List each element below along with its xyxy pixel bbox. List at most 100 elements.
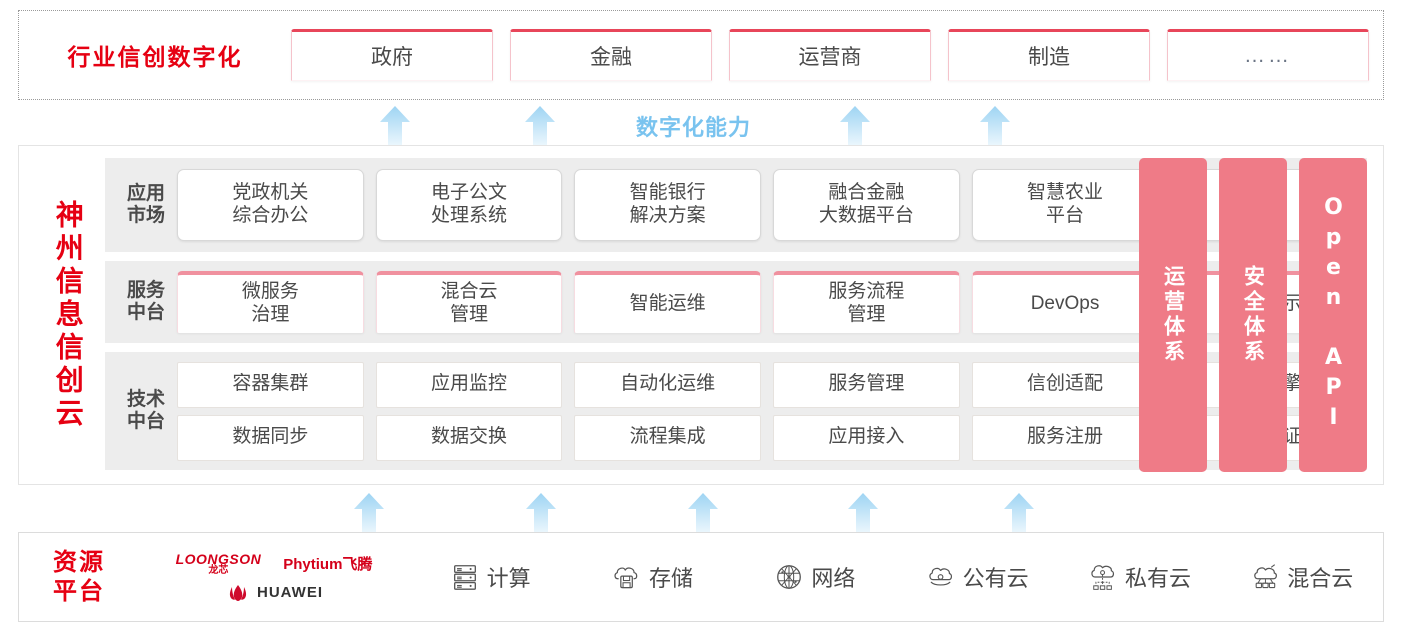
service-cell-service-process-mgmt[interactable]: 服务流程管理 [773,271,960,333]
loongson-logo-subtext: 龙芯 [208,564,229,576]
tech-cell-app-monitoring[interactable]: 应用监控 [375,361,563,408]
layer-label-line2: 中台 [126,410,165,432]
network-globe-icon [777,565,802,589]
resource-item-private-cloud[interactable]: 私有云 [1058,561,1220,593]
service-cell-label: DevOps [1030,292,1100,314]
resource-item-public-cloud[interactable]: 公有云 [896,561,1058,593]
resource-item-hybrid-cloud[interactable]: 混合云 [1221,561,1383,593]
side-panel-label: 运营体系 [1161,265,1186,365]
resource-item-network[interactable]: 网络 [734,561,896,593]
resource-item-label: 混合云 [1287,566,1354,591]
industry-band-title: 行业信创数字化 [67,45,243,71]
app-cell-smart-bank[interactable]: 智能银行解决方案 [574,169,762,241]
cloud-section-title-text: 神州信息信创云 [51,199,85,431]
service-cell-devops[interactable]: DevOps [971,271,1159,333]
tech-cell-xinchuang-adaptation[interactable]: 信创适配 [971,361,1159,408]
tech-cell-service-mgmt[interactable]: 服务管理 [773,361,960,408]
phytium-logo: Phytium飞腾 [283,556,373,573]
industry-card-label: …… [1244,44,1292,67]
tech-cell-label: 应用接入 [828,426,905,448]
tech-cell-data-sync[interactable]: 数据同步 [177,414,364,461]
resource-item-compute[interactable]: 计算 [409,561,571,593]
arrow-up-icon [1004,493,1034,532]
side-panel-list: 运营体系 安全体系 Open API [1139,158,1367,472]
tech-cell-label: 数据交换 [431,426,508,448]
industry-card-label: 运营商 [798,46,862,69]
arrow-up-icon [354,493,384,532]
tech-cell-app-access[interactable]: 应用接入 [773,414,960,461]
tech-cell-process-integration[interactable]: 流程集成 [574,414,762,461]
tech-cell-data-exchange[interactable]: 数据交换 [375,414,563,461]
industry-card-operator[interactable]: 运营商 [729,29,931,81]
tech-cell-container-cluster[interactable]: 容器集群 [177,361,364,408]
industry-card-label: 制造 [1028,46,1070,69]
layer-label-line1: 技术 [126,388,165,411]
vendor-logo-row: LOONGSON 龙芯 Phytium飞腾 [176,552,373,576]
arrow-up-icon [526,493,556,532]
vendor-logo-list: LOONGSON 龙芯 Phytium飞腾 HUAWEI [139,552,409,603]
arrow-up-icon [688,493,718,532]
arrow-up-icon [980,106,1010,145]
cloud-section-title: 神州信息信创云 [19,146,105,484]
industry-card-label: 金融 [590,46,632,69]
resource-item-storage[interactable]: 存储 [571,561,733,593]
layer-label-tech-platform: 技术 中台 [115,388,177,433]
arrow-up-icon [525,106,555,145]
arrow-up-icon [848,493,878,532]
side-panel-open-api[interactable]: Open API [1299,158,1367,472]
service-cell-label: 微服务治理 [241,281,299,325]
industry-card-more[interactable]: …… [1167,29,1369,81]
side-panel-label: 安全体系 [1241,265,1266,365]
resource-item-list: 计算 存储 网络 [409,561,1383,593]
industry-band: 行业信创数字化 政府 金融 运营商 制造 …… [18,10,1384,100]
resource-title-line2: 平台 [53,577,105,605]
app-cell-gov-office[interactable]: 党政机关综合办公 [177,169,364,241]
app-cell-label: 智能银行解决方案 [629,182,706,226]
arrow-up-icon [840,106,870,145]
service-cell-label: 智能运维 [629,292,706,314]
layer-label-line2: 市场 [126,204,165,226]
side-panel-security-system[interactable]: 安全体系 [1219,158,1287,472]
tech-cell-label: 信创适配 [1027,373,1104,395]
service-cell-hybrid-cloud-mgmt[interactable]: 混合云管理 [375,271,563,333]
side-panel-operations-system[interactable]: 运营体系 [1139,158,1207,472]
arrow-up-icon [380,106,410,145]
capability-arrow-gap-upper: 数字化能力 [0,101,1402,145]
resource-item-label: 私有云 [1124,566,1191,591]
industry-card-finance[interactable]: 金融 [510,29,712,81]
resource-item-label: 计算 [486,566,531,591]
tech-cell-label: 服务管理 [828,373,905,395]
resource-item-label: 公有云 [962,566,1029,591]
tech-cell-label: 容器集群 [232,373,309,395]
app-cell-fin-bigdata[interactable]: 融合金融大数据平台 [773,169,960,241]
industry-card-manufacturing[interactable]: 制造 [948,29,1150,81]
layer-label-app-market: 应用 市场 [115,182,177,227]
layer-label-line1: 应用 [126,182,165,205]
huawei-logo: HUAWEI [225,583,323,603]
app-cell-label: 智慧农业平台 [1027,182,1104,226]
resource-item-label: 存储 [648,566,693,591]
industry-card-list: 政府 金融 运营商 制造 …… [291,29,1383,81]
resource-title-line1: 资源 [53,548,105,577]
app-cell-label: 党政机关综合办公 [232,182,309,226]
service-cell-microservice-governance[interactable]: 微服务治理 [177,271,364,333]
cloud-section-body: 应用 市场 党政机关综合办公 电子公文处理系统 智能银行解决方案 融合金融大数据… [105,146,1383,484]
tech-cell-automated-ops[interactable]: 自动化运维 [574,361,762,408]
layer-label-line1: 服务 [126,279,165,302]
huawei-flower-icon [229,584,247,601]
cloud-storage-icon [614,567,638,589]
loongson-logo: LOONGSON 龙芯 [176,552,262,576]
service-cell-intelligent-ops[interactable]: 智能运维 [574,271,762,333]
tech-cell-label: 数据同步 [232,426,309,448]
app-cell-smart-agriculture[interactable]: 智慧农业平台 [971,169,1159,241]
resource-section-title: 资源 平台 [19,548,139,606]
service-cell-label: 服务流程管理 [828,281,905,325]
tech-cell-label: 服务注册 [1027,426,1104,448]
tech-cell-service-registry[interactable]: 服务注册 [971,414,1159,461]
app-cell-edoc-system[interactable]: 电子公文处理系统 [375,169,563,241]
vendor-logo-row: HUAWEI [225,583,323,603]
industry-card-government[interactable]: 政府 [291,29,493,81]
resource-section: 资源 平台 LOONGSON 龙芯 Phytium飞腾 HUAWEI [18,532,1384,622]
layer-label-line2: 中台 [126,301,165,323]
